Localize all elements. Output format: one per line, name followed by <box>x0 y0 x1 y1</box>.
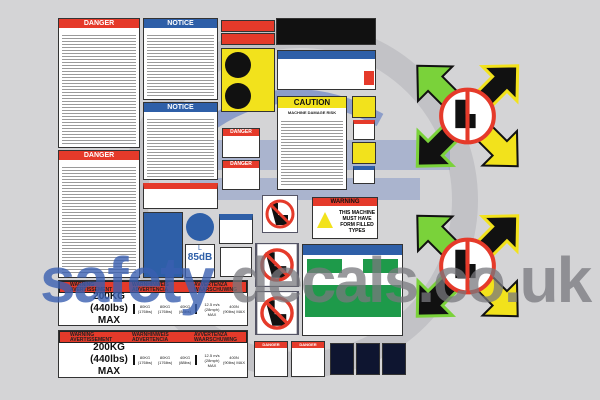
wind-limit: 12.5 m/s (28mph) MAX <box>204 301 220 317</box>
instruction-icons-decal <box>277 50 376 90</box>
person-weight: 80KG (176lbs) <box>137 304 153 314</box>
ear-protection-icon <box>186 213 214 241</box>
wind-limit: 12.5 m/s (28mph) MAX <box>204 352 220 368</box>
small-danger-decal: DANGER <box>222 160 260 190</box>
harness-pictogram-decal <box>221 48 275 112</box>
small-danger-decal: DANGER <box>291 341 325 377</box>
manual-decal <box>219 214 253 244</box>
warning-header: AVVERTENZA WAARSCHUWING <box>194 282 238 293</box>
danger-header: DANGER <box>223 129 259 136</box>
danger-header: DANGER <box>292 342 324 348</box>
noise-decal: L 85dB <box>185 244 215 278</box>
danger-header: DANGER <box>255 342 287 348</box>
no-entry-decal <box>220 247 252 277</box>
no-step-icon <box>262 195 298 233</box>
danger-panel-2: DANGER <box>58 150 140 278</box>
no-step-icon <box>255 291 299 335</box>
tool-weight: 40KG (88lbs) <box>178 304 192 314</box>
capacity-max: MAX <box>97 366 121 377</box>
force-limit: 400N (90lbs) MAX <box>223 355 246 365</box>
small-danger-decal: DANGER <box>222 128 260 158</box>
pictogram-panel <box>143 212 183 278</box>
load-warning-decal-1: WARNING AVERTISSEMENT WARNHINWEIS ADVERT… <box>58 280 248 326</box>
machine-operation-decal <box>302 244 403 336</box>
capacity-max: MAX <box>97 315 121 326</box>
small-danger-decal: DANGER <box>254 341 288 377</box>
notice-header: NOTICE <box>144 19 217 28</box>
warning-header: WARNING AVERTISSEMENT <box>70 282 113 293</box>
warning-strip-decal <box>143 183 218 209</box>
directional-arrows-decal-2 <box>415 214 520 318</box>
load-warning-decal-2: WARNING AVERTISSEMENT WARNHINWEIS ADVERT… <box>58 330 248 378</box>
warning-header: WARNING <box>313 198 377 206</box>
black-icon-decal <box>330 343 354 375</box>
capacity-lbs: (440lbs) <box>90 354 128 365</box>
notice-header: NOTICE <box>144 103 217 112</box>
black-icon-decal <box>356 343 380 375</box>
small-danger-strip <box>221 20 275 32</box>
tool-weight: 40KG (88lbs) <box>178 355 192 365</box>
danger-header: DANGER <box>59 19 139 28</box>
caution-subtitle: MACHINE DAMAGE RISK <box>287 110 337 115</box>
warning-header: WARNHINWEIS ADVERTENCIA <box>132 282 169 293</box>
force-limit: 400N (90lbs) MAX <box>223 304 246 314</box>
small-danger-strip <box>221 33 275 45</box>
watermark-part2: decals.co.uk <box>230 244 592 316</box>
warning-form-decal: WARNING THIS MACHINE MUST HAVE FORM FILL… <box>312 197 378 239</box>
small-icon-decal <box>352 142 376 164</box>
person-weight: 80KG (176lbs) <box>137 355 153 365</box>
person-weight: 80KG (176lbs) <box>157 304 173 314</box>
danger-panel-1: DANGER <box>58 18 140 148</box>
small-icon-decal <box>352 96 376 118</box>
small-icon-decal <box>353 166 375 184</box>
notice-panel-1: NOTICE <box>143 18 218 100</box>
danger-header: DANGER <box>59 151 139 160</box>
black-icon-strip <box>276 18 376 45</box>
caution-header: CAUTION <box>278 97 346 108</box>
noise-level: 85dB <box>187 252 213 263</box>
caution-decal: CAUTION MACHINE DAMAGE RISK <box>277 96 347 190</box>
danger-header: DANGER <box>223 161 259 168</box>
watermark-part1: safety <box>40 244 215 316</box>
warning-header: AVVERTENZA WAARSCHUWING <box>194 332 238 343</box>
capacity: 200KG <box>93 342 125 353</box>
capacity-lbs: (440lbs) <box>90 303 128 314</box>
noise-letter: L <box>198 245 202 252</box>
small-icon-decal <box>353 120 375 140</box>
no-step-icon <box>255 243 299 287</box>
capacity: 200KG <box>93 291 125 302</box>
warning-form-text: THIS MACHINE MUST HAVE FORM FILLED TYPES <box>338 210 376 234</box>
warning-header: WARNING AVERTISSEMENT <box>70 332 113 343</box>
hazard-triangle-icon <box>317 212 333 228</box>
warning-header: WARNHINWEIS ADVERTENCIA <box>132 332 169 343</box>
person-weight: 80KG (176lbs) <box>157 355 173 365</box>
directional-arrows-decal-1 <box>415 64 520 168</box>
notice-panel-2: NOTICE <box>143 102 218 180</box>
black-icon-decal <box>382 343 406 375</box>
